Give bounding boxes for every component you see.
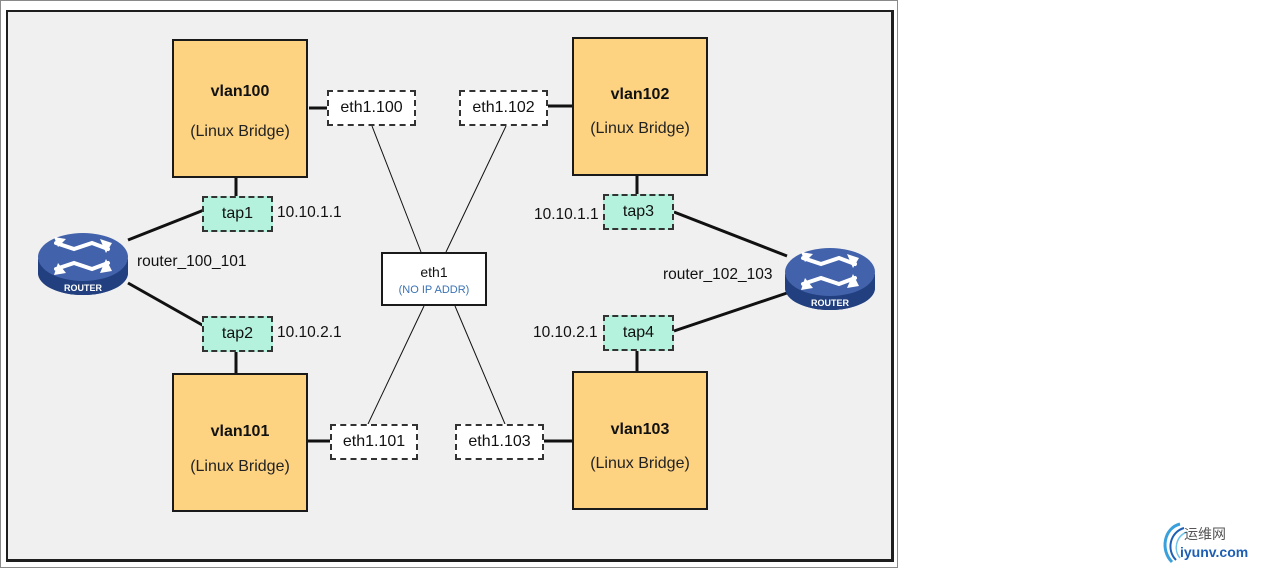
tap-ip: 10.10.1.1 bbox=[534, 206, 599, 223]
router-icon: ROUTER bbox=[785, 248, 875, 310]
bridge-vlan100[interactable]: vlan100 (Linux Bridge) bbox=[172, 39, 308, 178]
link-tap1-router_100_101 bbox=[127, 208, 205, 242]
bridge-kind: (Linux Bridge) bbox=[190, 458, 290, 475]
tap-ip: 10.10.1.1 bbox=[277, 204, 342, 221]
link-eth1.101-eth1 bbox=[367, 305, 425, 425]
bridge-vlan102[interactable]: vlan102 (Linux Bridge) bbox=[572, 37, 708, 176]
bridge-name: vlan103 bbox=[610, 421, 670, 438]
physical-iface-label: eth1 bbox=[420, 264, 448, 280]
vlan-iface-eth1.103[interactable]: eth1.103 bbox=[455, 424, 544, 460]
watermark-en-text: iyunv.com bbox=[1180, 544, 1249, 560]
router-icon: ROUTER bbox=[38, 233, 128, 295]
link-eth1.103-eth1 bbox=[454, 305, 506, 425]
bridge-kind: (Linux Bridge) bbox=[190, 123, 290, 140]
router-router_100_101[interactable]: ROUTER bbox=[34, 225, 132, 303]
tap-label: tap3 bbox=[622, 203, 655, 220]
router-router_102_103[interactable]: ROUTER bbox=[781, 240, 879, 318]
bridge-kind: (Linux Bridge) bbox=[590, 120, 690, 137]
tap-label: tap1 bbox=[221, 205, 254, 222]
bridge-kind: (Linux Bridge) bbox=[590, 455, 690, 472]
physical-iface-eth1[interactable]: eth1 (NO IP ADDR) bbox=[381, 252, 487, 306]
link-layer bbox=[127, 104, 788, 443]
bridge-name: vlan101 bbox=[210, 423, 270, 440]
link-tap4-router_102_103 bbox=[673, 291, 788, 333]
bridge-vlan101[interactable]: vlan101 (Linux Bridge) bbox=[172, 373, 308, 512]
link-eth1.102-eth1 bbox=[445, 125, 507, 253]
watermark-cn-text: 运维网 bbox=[1184, 527, 1226, 543]
bridge-name: vlan102 bbox=[610, 86, 670, 103]
vlan-iface-label: eth1.100 bbox=[340, 99, 403, 116]
tap-label: tap2 bbox=[221, 325, 254, 342]
link-eth1.100-eth1 bbox=[371, 125, 422, 253]
vlan-iface-label: eth1.101 bbox=[342, 433, 406, 450]
tap-tap2[interactable]: tap2 bbox=[202, 316, 273, 352]
vlan-iface-eth1.100[interactable]: eth1.100 bbox=[327, 90, 416, 126]
tap-label: tap4 bbox=[622, 324, 655, 341]
vlan-iface-label: eth1.103 bbox=[468, 433, 531, 450]
swoosh-icon bbox=[1163, 522, 1188, 564]
tap-tap1[interactable]: tap1 bbox=[202, 196, 273, 232]
link-tap2-router_100_101 bbox=[127, 281, 205, 328]
tap-tap3[interactable]: tap3 bbox=[603, 194, 674, 230]
link-tap3-router_102_103 bbox=[673, 210, 788, 258]
bridge-name: vlan100 bbox=[210, 83, 270, 100]
tap-tap4[interactable]: tap4 bbox=[603, 315, 674, 351]
router-badge: ROUTER bbox=[64, 283, 103, 293]
tap-ip: 10.10.2.1 bbox=[533, 324, 598, 341]
router-badge: ROUTER bbox=[811, 298, 850, 308]
bridge-vlan103[interactable]: vlan103 (Linux Bridge) bbox=[572, 371, 708, 510]
router-label: router_100_101 bbox=[137, 253, 247, 270]
router-label: router_102_103 bbox=[663, 266, 773, 283]
vlan-iface-label: eth1.102 bbox=[472, 99, 535, 116]
physical-iface-note: (NO IP ADDR) bbox=[398, 284, 470, 296]
vlan-iface-eth1.101[interactable]: eth1.101 bbox=[330, 424, 418, 460]
vlan-iface-eth1.102[interactable]: eth1.102 bbox=[459, 90, 548, 126]
watermark-logo: 运维网 iyunv.com bbox=[1158, 520, 1262, 566]
tap-ip: 10.10.2.1 bbox=[277, 324, 342, 341]
